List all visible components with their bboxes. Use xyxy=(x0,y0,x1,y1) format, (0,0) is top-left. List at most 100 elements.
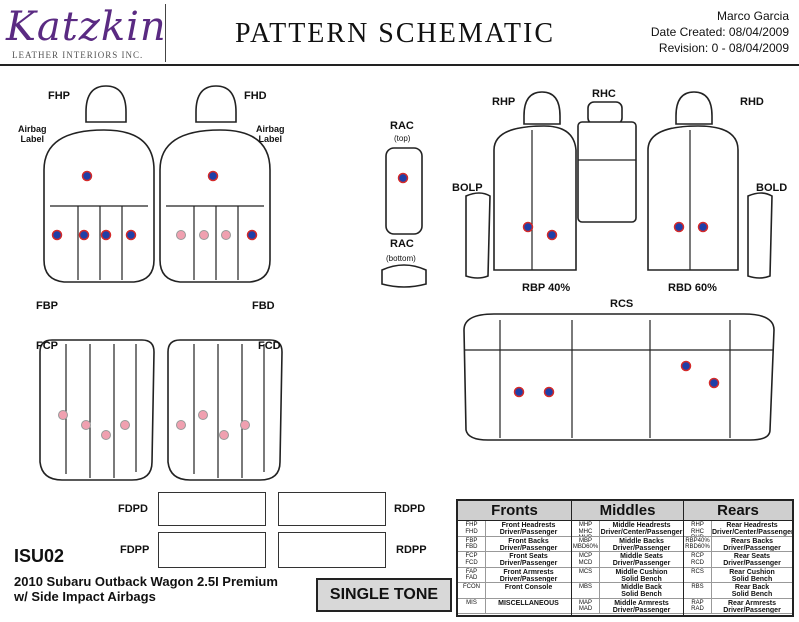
tone-badge: SINGLE TONE xyxy=(316,578,452,612)
page-title: PATTERN SCHEMATIC xyxy=(234,18,555,49)
label-fbp: FBP xyxy=(36,300,58,312)
legend-description: Rears Backs Driver/Passenger xyxy=(723,537,781,551)
label-fcd: FCD xyxy=(258,340,281,352)
legend-row: RBP40% RBD60% Rears Backs Driver/Passenge… xyxy=(684,536,792,552)
legend-row: FAP FAD Front Armrests Driver/Passenger xyxy=(458,567,571,583)
legend-description: Front Backs Driver/Passenger xyxy=(499,537,558,551)
label-fhd: FHD xyxy=(244,90,267,102)
code-rdpp: RDPP xyxy=(396,544,427,556)
legend-fronts-heading: Fronts xyxy=(458,501,571,521)
label-airbag-right: Airbag Label xyxy=(256,124,285,144)
legend-codes: FBP FBD xyxy=(458,536,486,551)
legend-row: MHP MHC MHDMiddle Headrests Driver/Cente… xyxy=(572,521,683,537)
legend-codes: MCS xyxy=(572,567,600,582)
legend-codes: RBS xyxy=(684,583,712,598)
code-fdpd: FDPD xyxy=(118,503,148,515)
vehicle-line-1: 2010 Subaru Outback Wagon 2.5I Premium xyxy=(14,574,278,589)
vehicle-line-2: w/ Side Impact Airbags xyxy=(14,589,156,604)
rear-back-center xyxy=(577,121,637,223)
label-fbd: FBD xyxy=(252,300,275,312)
document-meta: Marco Garcia Date Created: 08/04/2009 Re… xyxy=(651,8,789,56)
label-rcs: RCS xyxy=(610,298,634,310)
label-rac-bottom: (bottom) xyxy=(386,254,416,263)
legend-codes: MCP MCD xyxy=(572,552,600,567)
front-headrest-driver xyxy=(195,85,237,123)
legend-description: Rear Seats Driver/Passenger xyxy=(723,553,781,567)
label-fhp: FHP xyxy=(48,90,70,102)
box-fdpd xyxy=(158,492,266,526)
legend-codes: MIS xyxy=(458,598,486,613)
label-rac-top: (top) xyxy=(394,134,411,143)
legend-row: MCS Middle Cushion Solid Bench xyxy=(572,567,683,583)
legend-codes: FCP FCD xyxy=(458,552,486,567)
label-rac-2: RAC xyxy=(390,238,414,250)
legend-codes: FHP FHD xyxy=(458,521,486,536)
legend-rears-heading: Rears xyxy=(684,501,792,521)
bolster-driver xyxy=(747,192,773,279)
katzkin-logo: Katzkin LEATHER INTERIORS INC. xyxy=(6,4,166,62)
front-headrest-passenger xyxy=(85,85,127,123)
label-rbp: RBP 40% xyxy=(522,282,571,294)
label-rac: RAC xyxy=(390,120,414,132)
legend-codes: MHP MHC MHD xyxy=(572,521,600,536)
box-rdpp xyxy=(278,532,386,568)
legend-row: FCON Front Console xyxy=(458,583,571,599)
rear-back-60 xyxy=(647,125,739,271)
rear-cushion-bench xyxy=(463,313,775,441)
label-bold: BOLD xyxy=(756,182,788,194)
rear-back-40 xyxy=(493,125,577,271)
revision: Revision: 0 - 08/04/2009 xyxy=(658,41,789,55)
legend-description: Rear Headrests Driver/Center/Passenger xyxy=(712,522,792,536)
box-rdpd xyxy=(278,492,386,526)
legend-codes: RAP RAD xyxy=(684,598,712,613)
legend-codes: RCP RCD xyxy=(684,552,712,567)
legend-description: Middle Armrests Driver/Passenger xyxy=(612,599,671,613)
bolster-passenger xyxy=(465,192,491,279)
legend-codes: RBP40% RBD60% xyxy=(684,536,712,551)
legend-codes: MBP MBD60% xyxy=(572,536,600,551)
legend-row: RCP RCD Rear Seats Driver/Passenger xyxy=(684,552,792,568)
legend-row: MAP MAD Middle Armrests Driver/Passenger xyxy=(572,598,683,614)
rear-headrest-passenger xyxy=(523,91,561,125)
legend-description: MISCELLANEOUS xyxy=(498,599,559,607)
code-fdpp: FDPP xyxy=(120,544,150,556)
legend-codes: FCON xyxy=(458,583,486,598)
legend-description: Front Console xyxy=(504,584,553,591)
legend-table: Fronts FHP FHD Front Headrests Driver/Pas… xyxy=(456,499,794,617)
legend-description: Middle Backs Driver/Passenger xyxy=(612,537,671,551)
legend-description: Front Headrests Driver/Passenger xyxy=(499,522,558,536)
vehicle-description: 2010 Subaru Outback Wagon 2.5I Premium w… xyxy=(14,574,278,604)
legend-description: Middle Headrests Driver/Center/Passenger xyxy=(600,522,683,536)
rear-headrest-driver xyxy=(675,91,713,125)
label-rhp: RHP xyxy=(492,96,516,108)
legend-row: MIS MISCELLANEOUS xyxy=(458,598,571,614)
legend-row: FBP FBD Front Backs Driver/Passenger xyxy=(458,536,571,552)
legend-codes: MBS xyxy=(572,583,600,598)
label-rhd: RHD xyxy=(740,96,764,108)
label-rbd: RBD 60% xyxy=(668,282,717,294)
legend-row: RAP RAD Rear Armrests Driver/Passenger xyxy=(684,598,792,614)
legend-description: Middle Seats Driver/Passenger xyxy=(612,553,671,567)
legend-row: FHP FHD Front Headrests Driver/Passenger xyxy=(458,521,571,537)
legend-middles: Middles MHP MHC MHDMiddle Headrests Driv… xyxy=(572,501,684,615)
box-fdpp xyxy=(158,532,266,568)
legend-description: Rear Cushion Solid Bench xyxy=(729,568,775,582)
front-cushion-passenger xyxy=(39,339,155,481)
legend-description: Rear Back Solid Bench xyxy=(731,584,773,598)
logo-subtext: LEATHER INTERIORS INC. xyxy=(12,50,144,60)
code-rdpd: RDPD xyxy=(394,503,426,515)
legend-row: MBP MBD60% Middle Backs Driver/Passenger xyxy=(572,536,683,552)
rear-armrest-bottom xyxy=(381,264,427,288)
legend-description: Rear Armrests Driver/Passenger xyxy=(723,599,781,613)
legend-codes: FAP FAD xyxy=(458,567,486,582)
pattern-markers xyxy=(51,170,720,440)
legend-codes: MAP MAD xyxy=(572,598,600,613)
rear-armrest-top xyxy=(385,147,423,235)
legend-description: Middle Cushion Solid Bench xyxy=(615,568,668,582)
legend-codes: RCS xyxy=(684,567,712,582)
legend-description: Front Armrests Driver/Passenger xyxy=(499,568,558,582)
